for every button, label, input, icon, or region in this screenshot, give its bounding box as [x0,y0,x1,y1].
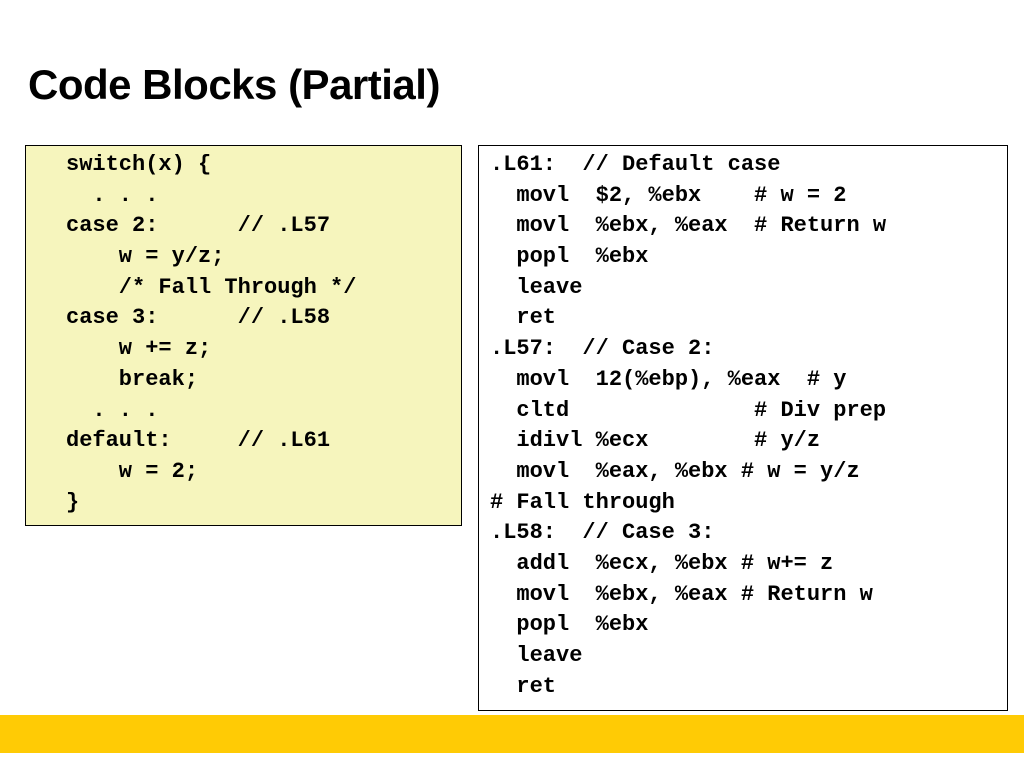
asm-code-line: popl %ebx [490,244,649,270]
c-code-line: } [66,489,80,515]
asm-code-line: addl %ecx, %ebx # w+= z [490,550,834,576]
slide-title: Code Blocks (Partial) [28,61,440,108]
asm-code-line: .L57: // Case 2: [490,336,715,362]
asm-code-line: movl 12(%ebp), %eax # y [490,366,847,392]
asm-code-line: # Fall through [490,489,675,515]
c-code-line: switch(x) { [66,152,212,177]
footer-bar [0,715,1024,753]
c-code-line: . . . [66,182,159,208]
assembly-code-block: .L61: // Default case movl $2, %ebx # w … [478,145,1008,711]
asm-code-line: movl %ebx, %eax # Return w [490,213,887,239]
asm-code-line: idivl %ecx # y/z [490,428,821,454]
asm-code-line: cltd # Div prep [490,397,887,423]
c-code-line: w += z; [66,336,212,362]
asm-code-line: .L61: // Default case [490,152,781,177]
asm-code-line: movl %ebx, %eax # Return w [490,581,873,607]
asm-code-line: leave [490,643,583,668]
asm-code-line: .L58: // Case 3: [490,520,715,546]
c-code-block: switch(x) { . . . case 2: // .L57 w = y/z… [25,145,462,526]
c-code-line: case 2: // .L57 [66,213,331,239]
c-code-line: w = 2; [66,458,199,484]
asm-code-line: movl %eax, %ebx # w = y/z [490,458,860,484]
c-code-line: break; [66,366,199,392]
asm-code-line: leave [490,274,583,300]
c-code-line: default: // .L61 [66,428,331,454]
c-code-line: case 3: // .L58 [66,305,331,331]
asm-code-line: movl $2, %ebx # w = 2 [490,182,847,208]
asm-code-line: ret [490,673,557,699]
c-code-line: . . . [66,397,159,423]
asm-code-line: ret [490,305,557,331]
c-code-line: w = y/z; [66,244,225,270]
asm-code-line: popl %ebx [490,612,649,638]
c-code-line: /* Fall Through */ [66,274,357,300]
